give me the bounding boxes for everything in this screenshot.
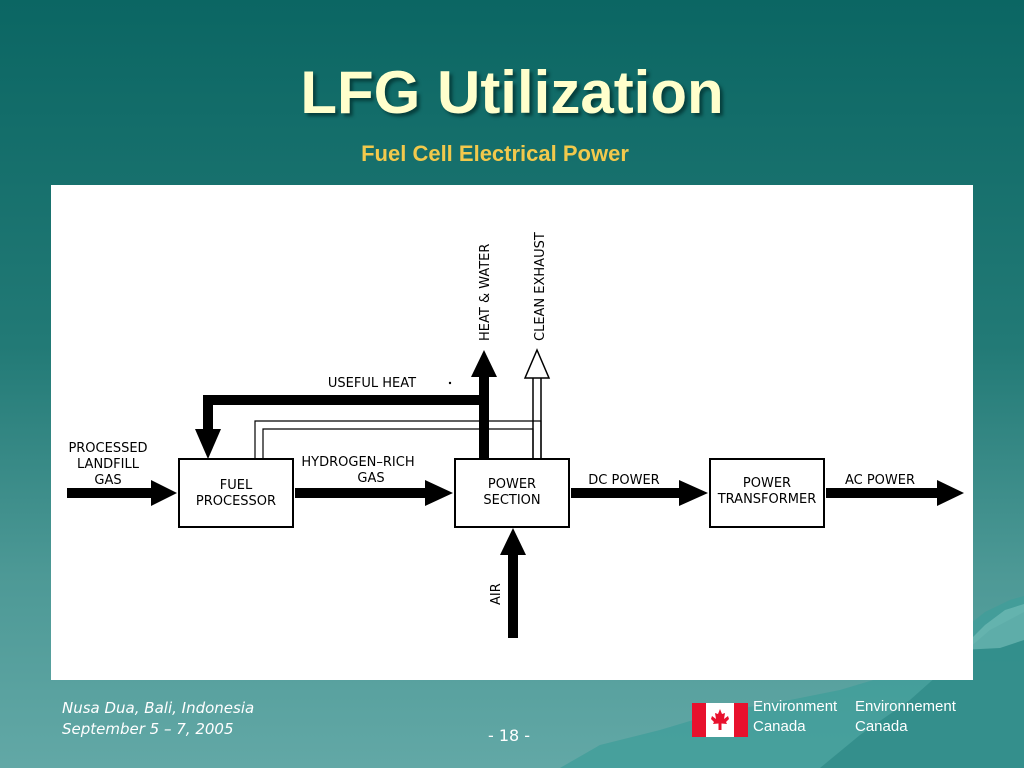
useful-heat-arrow-down [203, 395, 213, 431]
bypass-line-outer [254, 420, 542, 459]
clean-exhaust-arrowhead [523, 348, 551, 379]
page-number: - 18 - [488, 726, 531, 745]
clean-exhaust-arrow-shaft [532, 377, 542, 459]
useful-heat-label: USEFUL HEAT [328, 376, 416, 391]
dc-power-label: DC POWER [588, 473, 659, 488]
heat-water-label: HEAT & WATER [478, 244, 493, 341]
ac-power-arrowhead [937, 480, 964, 506]
ac-power-arrow-shaft [826, 488, 942, 498]
agency-name-french: Environnement Canada [855, 697, 956, 737]
footer-location: Nusa Dua, Bali, Indonesia [62, 699, 255, 717]
hydrogen-arrowhead [425, 480, 453, 506]
air-label: AIR [489, 583, 504, 605]
stray-dot [448, 381, 452, 385]
power-section-box [454, 458, 570, 528]
hydrogen-label-1: HYDROGEN–RICH [301, 455, 414, 470]
diagram-panel: PROCESSED LANDFILL GAS FUEL PROCESSOR HY… [51, 185, 973, 680]
useful-heat-arrow-top [203, 395, 484, 405]
agency-fr-line-2: Canada [855, 718, 908, 735]
air-arrowhead [500, 528, 526, 555]
useful-heat-arrowhead [195, 429, 221, 459]
power-section-label-2: SECTION [483, 493, 540, 508]
power-transformer-label-2: TRANSFORMER [717, 492, 817, 507]
fuel-processor-box [178, 458, 294, 528]
hydrogen-label-2: GAS [357, 471, 384, 486]
input-gas-arrowhead [151, 480, 177, 506]
bypass-line-inner [262, 428, 534, 459]
heat-water-arrow-shaft [479, 375, 489, 459]
ac-power-label: AC POWER [845, 473, 915, 488]
power-transformer-box [709, 458, 825, 528]
dc-power-arrow-shaft [571, 488, 683, 498]
agency-en-line-2: Canada [753, 718, 806, 735]
canada-flag-icon [692, 703, 748, 737]
hydrogen-arrow-shaft [295, 488, 429, 498]
slide-title: LFG Utilization [300, 59, 724, 126]
agency-fr-line-1: Environnement [855, 698, 956, 715]
power-transformer-label-1: POWER [743, 476, 791, 491]
slide-subtitle: Fuel Cell Electrical Power [361, 141, 629, 166]
input-gas-arrow-shaft [67, 488, 155, 498]
fuel-processor-label-2: PROCESSOR [196, 494, 276, 509]
input-label-line-2: LANDFILL [77, 457, 140, 472]
power-section-label-1: POWER [488, 477, 536, 492]
heat-water-arrowhead [471, 350, 497, 377]
agency-en-line-1: Environment [753, 698, 838, 715]
air-arrow-shaft [508, 553, 518, 638]
input-label-line-3: GAS [94, 473, 121, 488]
fuel-processor-label-1: FUEL [220, 478, 253, 493]
agency-name-english: Environment Canada [753, 697, 837, 737]
footer-dates: September 5 – 7, 2005 [62, 720, 234, 738]
footer-event-info: Nusa Dua, Bali, Indonesia September 5 – … [62, 698, 254, 740]
clean-exhaust-label: CLEAN EXHAUST [533, 232, 548, 341]
input-label-line-1: PROCESSED [68, 441, 147, 456]
fuel-cell-diagram: PROCESSED LANDFILL GAS FUEL PROCESSOR HY… [67, 232, 964, 638]
dc-power-arrowhead [679, 480, 708, 506]
